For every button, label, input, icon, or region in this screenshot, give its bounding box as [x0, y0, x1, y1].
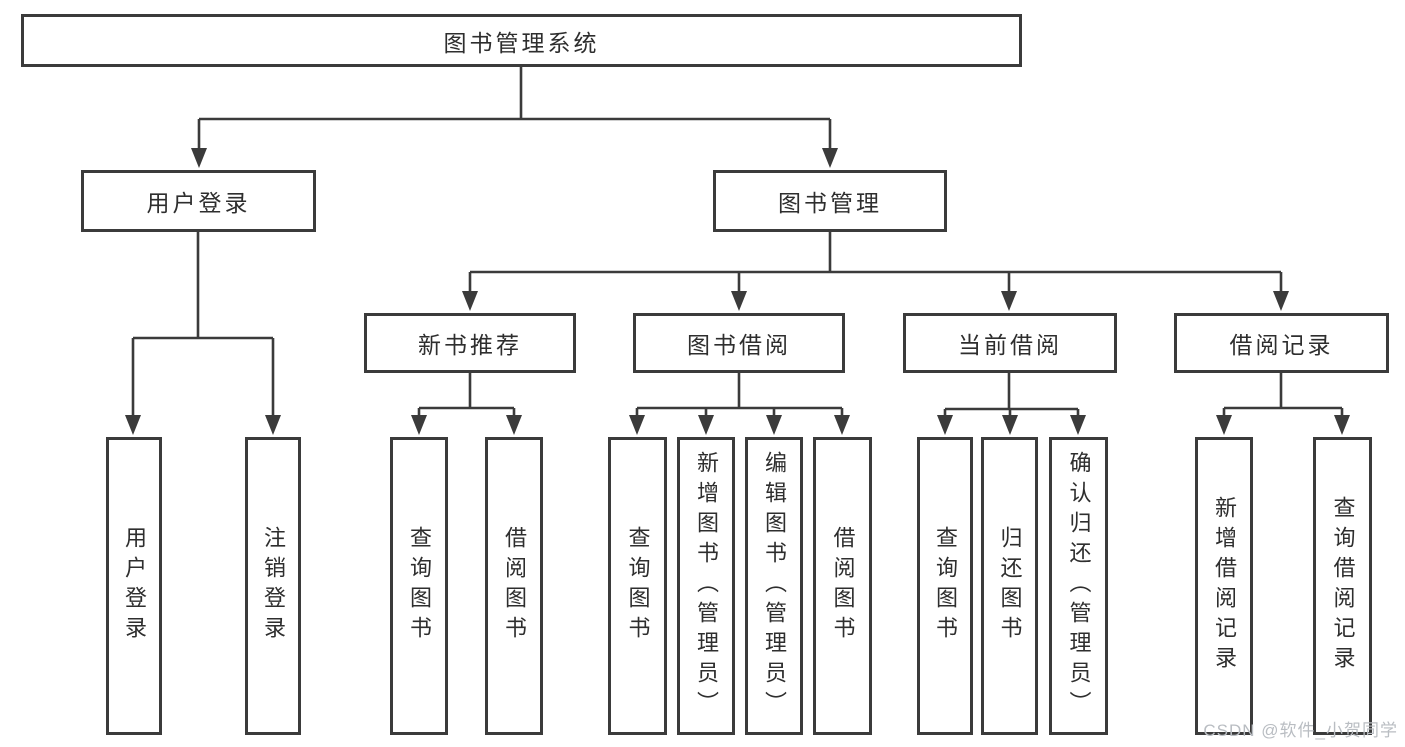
node-leaf-borrow-edit-books-admin: 编辑图书（管理员）: [745, 437, 803, 735]
node-root-label: 图书管理系统: [443, 29, 600, 56]
node-leaf-records-query-record: 查询借阅记录: [1313, 437, 1372, 735]
node-leaf-borrow-borrow-books: 借阅图书: [813, 437, 872, 735]
node-leaf-borrow-query-books: 查询图书: [608, 437, 667, 735]
node-leaf-borrow-add-books-admin: 新增图书（管理员）: [677, 437, 735, 735]
node-branch-book-management: 图书管理: [713, 170, 947, 232]
node-group-current-borrow: 当前借阅: [903, 313, 1117, 373]
node-group-book-borrow-label: 图书借阅: [687, 332, 791, 358]
csdn-watermark: CSDN @软件_小贺同学: [1203, 721, 1398, 740]
node-branch-user-login-label: 用户登录: [146, 190, 251, 216]
node-group-borrow-records: 借阅记录: [1174, 313, 1389, 373]
node-group-current-borrow-label: 当前借阅: [958, 332, 1062, 358]
node-leaf-logout: 注销登录: [245, 437, 301, 735]
node-branch-user-login: 用户登录: [81, 170, 316, 232]
arrowheads: [125, 148, 1350, 435]
node-leaf-recommend-query-books: 查询图书: [390, 437, 448, 735]
node-group-book-borrow: 图书借阅: [633, 313, 845, 373]
node-group-borrow-records-label: 借阅记录: [1229, 332, 1334, 358]
node-leaf-recommend-borrow-books: 借阅图书: [485, 437, 543, 735]
node-leaf-current-return-books: 归还图书: [981, 437, 1038, 735]
node-root: 图书管理系统: [21, 14, 1022, 67]
node-leaf-current-query-books: 查询图书: [917, 437, 973, 735]
node-leaf-user-login: 用户登录: [106, 437, 162, 735]
node-leaf-records-add-record: 新增借阅记录: [1195, 437, 1253, 735]
node-leaf-current-confirm-return-admin: 确认归还（管理员）: [1049, 437, 1108, 735]
node-branch-book-management-label: 图书管理: [778, 190, 882, 216]
node-group-new-book-recommend: 新书推荐: [364, 313, 576, 373]
node-group-new-book-recommend-label: 新书推荐: [418, 332, 522, 358]
